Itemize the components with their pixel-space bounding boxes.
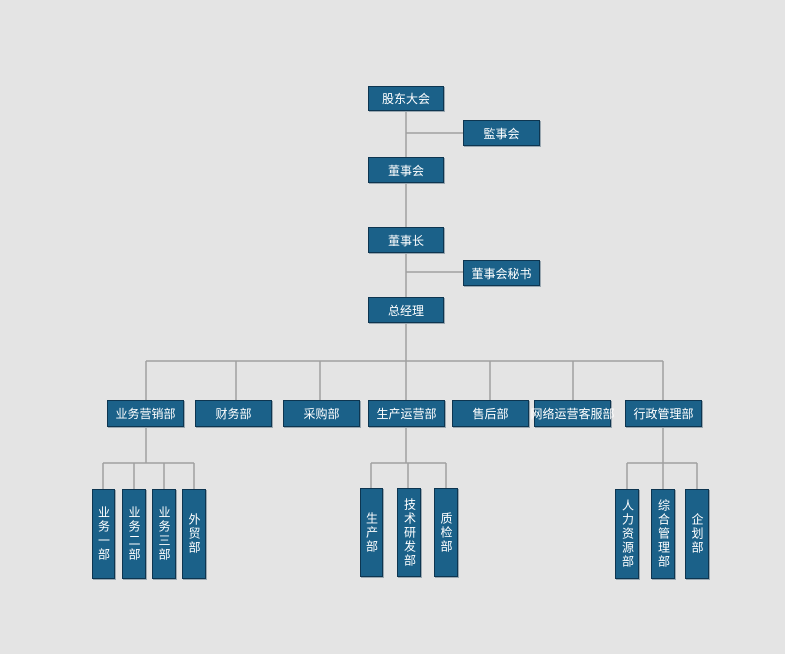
node-purchasing-dept: 采购部: [283, 400, 360, 427]
node-sales-dept-1: 业务一部: [92, 489, 115, 579]
node-planning-dept: 企划部: [685, 489, 709, 579]
node-board-secretary: 董事会秘书: [463, 260, 540, 286]
node-production-operations-dept: 生产运营部: [368, 400, 445, 427]
node-foreign-trade-dept: 外贸部: [182, 489, 206, 579]
node-after-sales-dept: 售后部: [452, 400, 529, 427]
node-admin-management-dept: 行政管理部: [625, 400, 702, 427]
node-supervisory-board: 監事会: [463, 120, 540, 146]
node-finance-dept: 财务部: [195, 400, 272, 427]
node-general-management-dept: 综合管理部: [651, 489, 675, 579]
node-sales-dept-2: 业务二部: [122, 489, 146, 579]
node-hr-dept: 人力资源部: [615, 489, 639, 579]
node-board-of-directors: 董事会: [368, 157, 444, 183]
node-general-manager: 总经理: [368, 297, 444, 323]
node-production-dept: 生产部: [360, 488, 383, 577]
node-quality-inspection-dept: 质检部: [434, 488, 458, 577]
node-online-ops-cs-dept: 网络运营客服部: [531, 400, 615, 427]
node-shareholders-meeting: 股东大会: [368, 86, 444, 111]
node-sales-dept-3: 业务三部: [152, 489, 176, 579]
node-rnd-dept: 技术研发部: [397, 488, 421, 577]
node-sales-marketing-dept: 业务营销部: [107, 400, 184, 427]
node-chairman: 董事长: [368, 227, 444, 253]
